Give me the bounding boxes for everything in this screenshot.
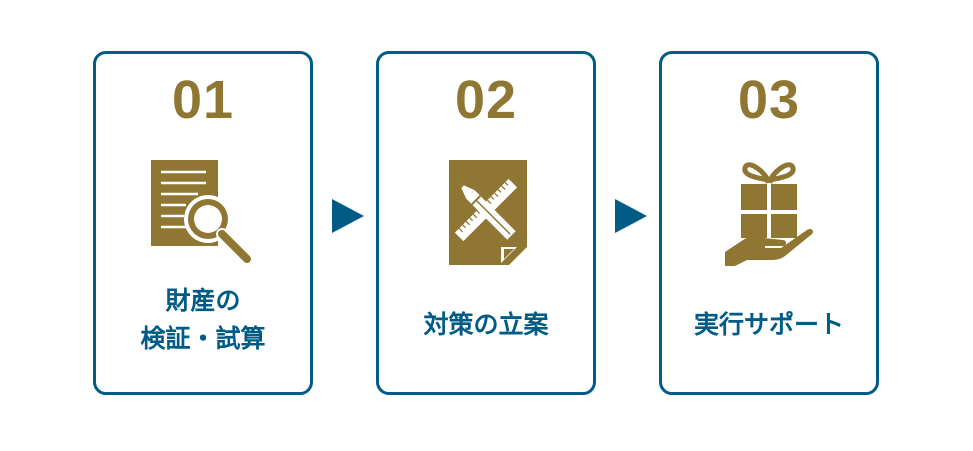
arrow-right-icon xyxy=(615,199,647,233)
document-search-icon xyxy=(148,158,258,270)
pencil-ruler-document-icon xyxy=(445,158,529,270)
step-label-line2: 検証・試算 xyxy=(140,324,266,353)
step-card-2: 02 xyxy=(376,51,596,395)
step-label-line1: 実行サポート xyxy=(693,310,844,339)
step-number: 02 xyxy=(454,70,518,130)
step-card-1: 01 財産の 検証・試算 xyxy=(93,51,313,395)
step-number: 03 xyxy=(737,70,801,130)
step-label: 対策の立案 xyxy=(379,306,593,344)
step-number: 01 xyxy=(171,70,235,130)
step-label-line1: 対策の立案 xyxy=(423,310,549,339)
step-label: 実行サポート xyxy=(662,306,876,344)
step-label: 財産の 検証・試算 xyxy=(96,282,310,358)
step-label-line1: 財産の xyxy=(165,286,241,315)
step-card-3: 03 実行サポート xyxy=(659,51,879,395)
arrow-right-icon xyxy=(332,199,364,233)
gift-hand-icon xyxy=(721,154,817,266)
